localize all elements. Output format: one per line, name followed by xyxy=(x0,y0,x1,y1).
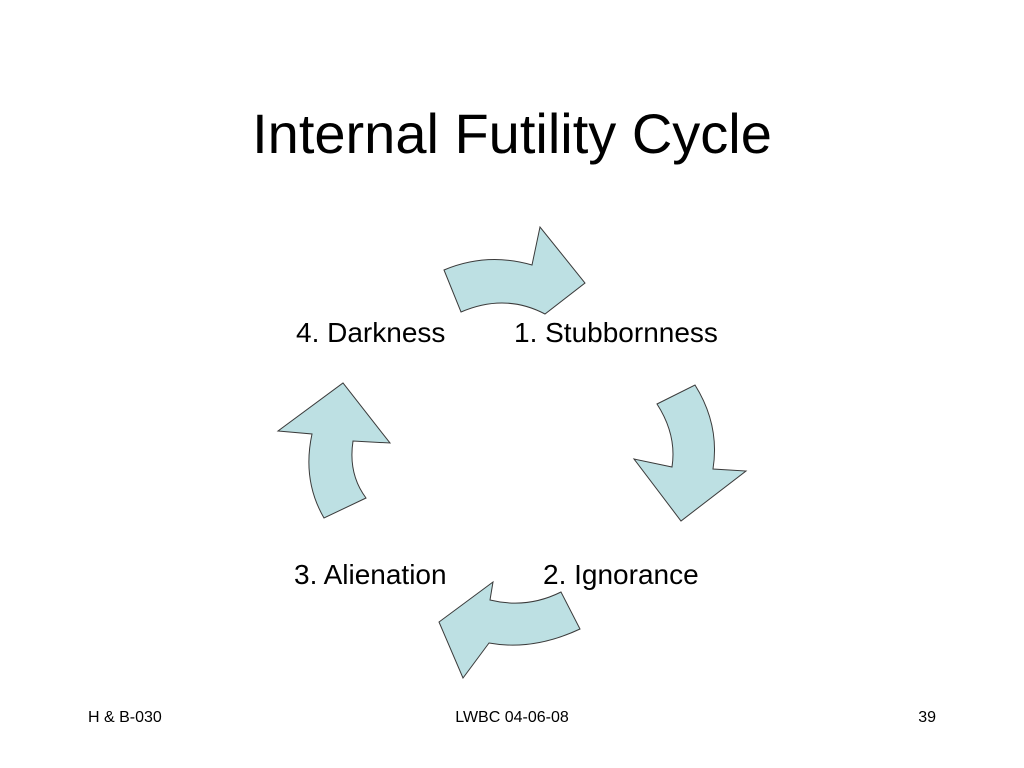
step-label-alienation: 3. Alienation xyxy=(294,559,447,590)
footer-left-text: H & B-030 xyxy=(88,709,162,726)
slide-title: Internal Futility Cycle xyxy=(252,102,772,165)
step-label-stubbornness: 1. Stubbornness xyxy=(514,317,718,348)
footer-center-text: LWBC 04-06-08 xyxy=(455,709,569,726)
cycle-arrow-top xyxy=(443,225,586,315)
step-label-darkness: 4. Darkness xyxy=(296,317,446,348)
cycle-arrow-right xyxy=(632,384,748,522)
page-number: 39 xyxy=(918,709,936,726)
cycle-arrow-left xyxy=(276,382,392,519)
step-label-ignorance: 2. Ignorance xyxy=(543,559,699,590)
cycle-arrow-bottom xyxy=(438,580,581,679)
